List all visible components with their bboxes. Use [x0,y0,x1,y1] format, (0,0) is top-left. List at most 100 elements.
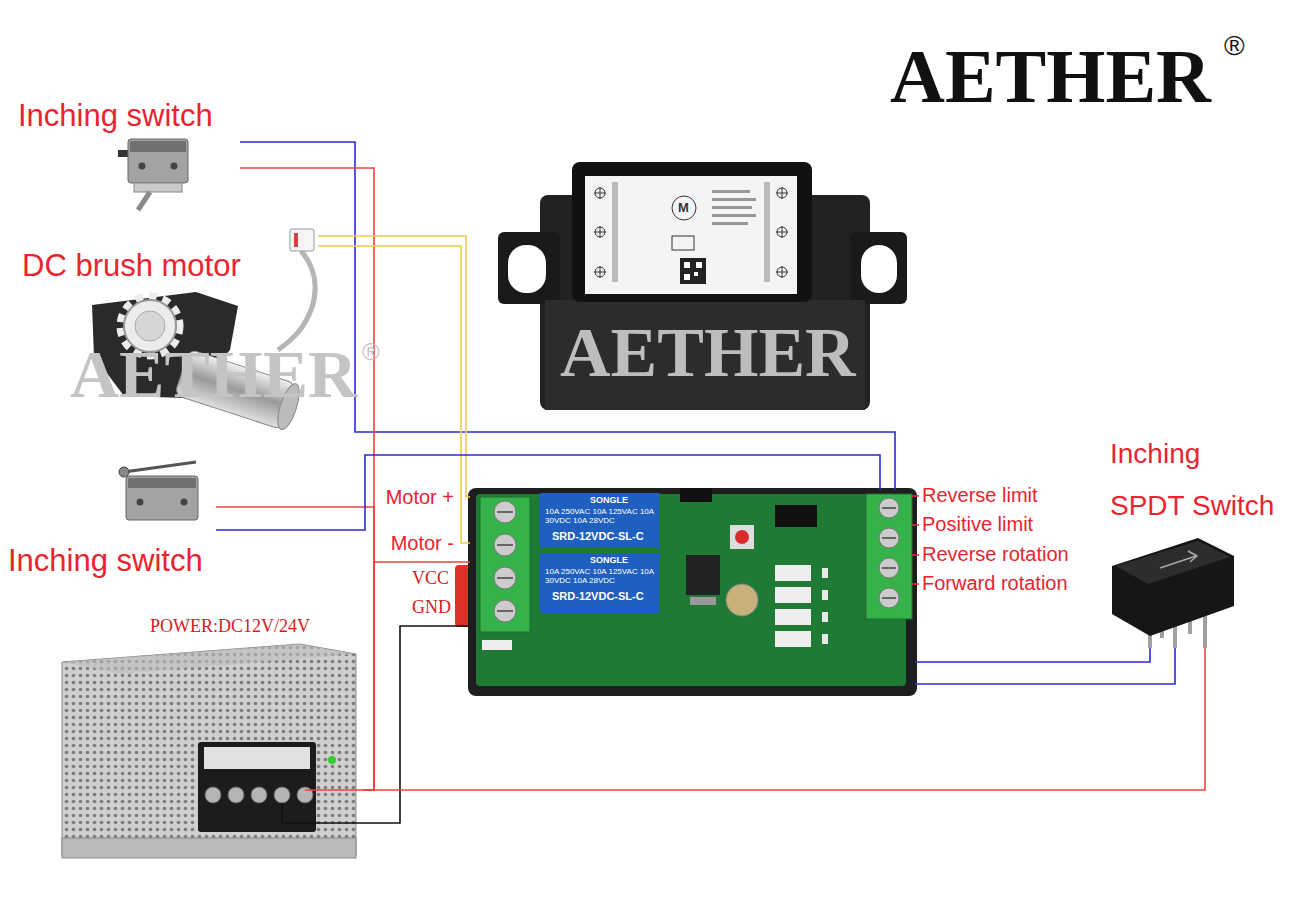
limit-switch: Inching switch [4,455,216,583]
controller-module-photo [594,266,606,278]
wire [915,648,1175,684]
terminal-label: Positive limit [922,513,1033,536]
controller-module-photo [777,227,787,237]
micro-switch-photo [128,139,188,183]
driver-board-photo [482,640,512,650]
terminal-label: Motor + [386,486,454,509]
controller-module-photo [777,267,787,277]
power-supply-photo [62,838,356,858]
power-supply-photo [228,787,244,803]
driver-board-photo [775,505,817,527]
driver-board-photo [476,494,906,686]
power-supply-photo [205,787,221,803]
rocker-switch-photo [1116,541,1230,584]
power-supply-photo [62,644,356,856]
controller-module-photo [612,182,618,282]
driver-board-photo [680,488,712,502]
power-supply-photo [328,756,336,764]
driver-board-photo [882,508,896,598]
wire [216,455,880,530]
controller-module-photo [712,206,752,209]
terminal-label: Reverse rotation [922,543,1069,566]
controller-module-photo [680,258,706,284]
terminal-leader [912,583,919,585]
power-supply-photo [62,644,363,858]
power-supply-photo [204,747,310,769]
driver-board-photo [822,568,828,578]
terminal-leader [912,495,919,497]
watermark: AETHER [560,318,856,388]
relay-model: SRD-12VDC-SL-C [552,590,644,603]
controller-module-photo [696,262,702,268]
driver-board-photo [730,525,754,549]
driver-board-photo [735,530,749,544]
controller-module-photo [595,227,605,237]
dc-motor-photo [135,311,165,341]
micro-switch-photo [181,499,188,506]
driver-board-photo [726,584,758,616]
rocker-switch: Inching SPDT Switch [1100,428,1290,648]
controller-module-photo [712,198,756,201]
dc-motor-photo [278,251,315,350]
wire [363,648,1205,790]
controller-module-photo [777,188,787,198]
controller-module-photo [684,262,690,268]
driver-board: SONGLE10A 250VAC 10A 125VAC 10A 30VDC 10… [470,490,915,695]
component-label: Inching switch [18,98,213,134]
dc-motor-photo [294,233,298,247]
power-supply-photo [198,742,316,832]
power-supply-photo [251,787,267,803]
power-label: POWER:DC12V/24V [150,616,310,637]
driver-board-photo [690,597,716,605]
micro-switch-photo [118,139,188,210]
controller-module-photo [672,196,696,220]
controller-module-photo [776,187,788,199]
dc-motor: DC brush motor [18,228,318,443]
terminal-label: VCC [412,568,449,589]
wire [240,142,895,490]
driver-board-photo [540,553,660,613]
micro-switch-photo [134,183,182,192]
controller-module-photo [594,226,606,238]
controller-module-photo [712,190,750,193]
controller-module-photo [850,232,907,304]
driver-board-photo [775,565,811,581]
driver-board-photo [540,493,660,548]
power-supply-photo [274,787,290,803]
driver-board-photo [866,494,912,619]
rocker-switch-photo [1160,551,1197,568]
terminal-label: Reverse limit [922,484,1038,507]
micro-switch-photo [130,141,186,152]
component-label: Inching SPDT Switch [1110,428,1276,532]
relay-brand: SONGLE [590,555,628,565]
wire [240,168,374,790]
controller-module-photo [672,236,694,250]
controller-module-photo [595,188,605,198]
controller-module-photo [572,162,812,302]
terminal-label: Forward rotation [922,572,1068,595]
terminal-leader [912,496,919,584]
controller-module-photo [776,226,788,238]
driver-board-photo [686,555,720,595]
controller-module-photo [498,162,907,410]
driver-board-photo [822,590,828,600]
controller-module-photo [764,182,770,282]
driver-board-photo [497,512,513,611]
watermark: ® [362,338,380,366]
controller-module-photo [585,176,797,294]
controller-module-photo [712,222,748,225]
controller-module-photo [508,245,546,293]
terminal-label: GND [412,597,451,618]
driver-board-photo [775,631,811,647]
controller-module-photo [684,274,690,280]
power-supply-photo [282,803,363,823]
watermark: AETHER [70,340,357,408]
micro-switch-photo [128,478,196,488]
driver-board-photo [822,634,828,644]
micro-switch-photo [124,462,196,472]
controller-module-photo [694,272,698,276]
controller-module-photo [594,187,606,199]
component-label: DC brush motor [22,248,241,284]
